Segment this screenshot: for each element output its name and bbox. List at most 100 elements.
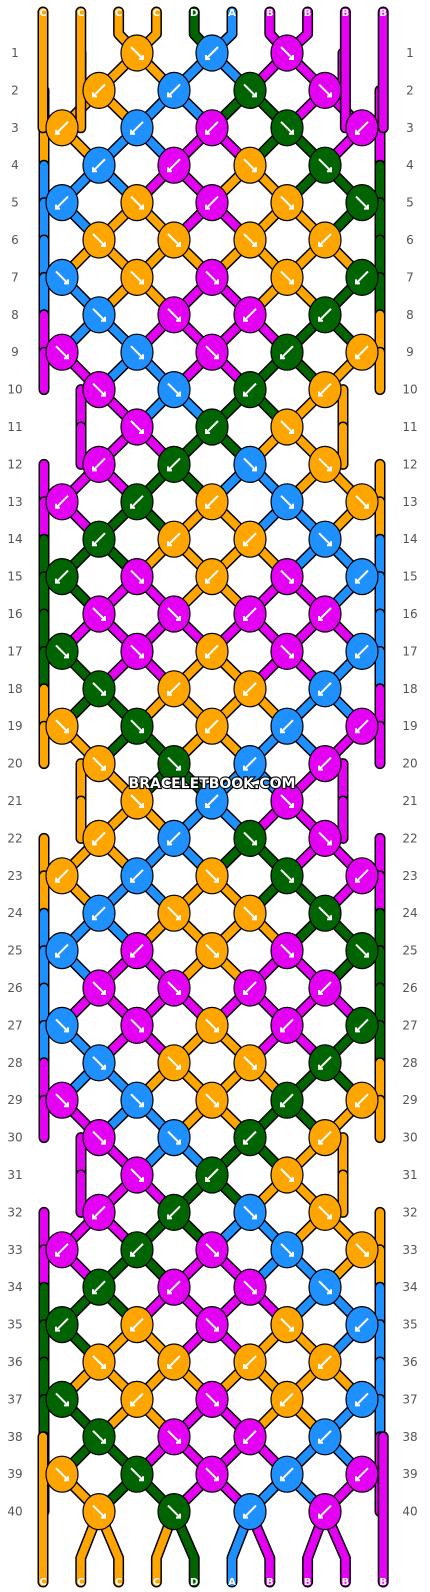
arrow-down-left-icon	[243, 607, 257, 621]
knot	[82, 894, 116, 932]
knot	[308, 819, 342, 858]
knot	[345, 1305, 379, 1344]
bottom-thread-label: B	[266, 1577, 274, 1588]
row-number-right: 29	[402, 1093, 417, 1107]
row-number-right: 19	[402, 719, 417, 733]
knot	[195, 557, 229, 596]
row-number-right: 30	[402, 1131, 417, 1145]
arrow-down-left-icon	[92, 1205, 106, 1220]
arrow-down-right-icon	[92, 1056, 106, 1070]
knot	[233, 371, 267, 409]
arrow-down-left-icon	[55, 943, 69, 958]
arrow-down-right-icon	[280, 495, 294, 509]
top-thread-label: D	[190, 8, 198, 19]
arrow-down-left-icon	[318, 682, 332, 696]
arrow-down-right-icon	[205, 1093, 219, 1108]
knot	[270, 707, 304, 745]
knot	[345, 1006, 379, 1045]
arrow-down-left-icon	[280, 345, 294, 360]
row-number-left: 11	[7, 420, 22, 434]
knot	[120, 1305, 154, 1344]
top-thread-label: C	[39, 8, 46, 19]
row-number-left: 14	[7, 532, 22, 546]
arrow-down-right-icon	[355, 195, 369, 210]
arrow-down-left-icon	[167, 158, 181, 173]
arrow-down-right-icon	[318, 457, 332, 472]
row-number-left: 8	[11, 308, 19, 322]
arrow-down-right-icon	[205, 1243, 219, 1257]
row-number-right: 2	[406, 83, 414, 97]
arrow-down-right-icon	[130, 1168, 144, 1182]
arrow-down-right-icon	[55, 644, 69, 659]
arrow-down-left-icon	[355, 644, 369, 659]
row-number-right: 33	[402, 1243, 417, 1257]
arrow-down-left-icon	[355, 1317, 369, 1332]
knot	[45, 557, 79, 596]
knot	[157, 1343, 191, 1381]
row-number-right: 32	[402, 1205, 417, 1219]
row-number-right: 38	[402, 1430, 417, 1444]
knot	[308, 894, 342, 932]
arrow-down-left-icon	[92, 831, 106, 846]
knot	[270, 333, 304, 371]
arrow-down-right-icon	[55, 345, 69, 360]
knot	[345, 931, 379, 970]
knot	[270, 109, 304, 147]
knot	[233, 894, 267, 932]
row-number-left: 21	[7, 794, 22, 808]
knot	[157, 670, 191, 708]
arrow-down-right-icon	[243, 83, 257, 98]
knot	[82, 371, 116, 409]
row-number-left: 19	[7, 719, 22, 733]
arrow-down-right-icon	[55, 270, 69, 285]
arrow-down-right-icon	[280, 1243, 294, 1257]
knot	[345, 258, 379, 296]
knot	[308, 445, 342, 483]
arrow-down-right-icon	[243, 906, 257, 921]
arrow-down-right-icon	[167, 981, 181, 995]
row-number-left: 25	[7, 944, 22, 958]
knot	[308, 71, 342, 110]
arrow-down-left-icon	[167, 1355, 181, 1369]
row-number-left: 22	[7, 831, 22, 845]
row-number-left: 2	[11, 83, 19, 97]
row-number-right: 1	[406, 46, 414, 60]
knot	[82, 445, 116, 483]
knot	[233, 296, 267, 334]
knot	[270, 1455, 304, 1493]
knot	[233, 1492, 267, 1531]
knot	[45, 931, 79, 970]
arrow-down-left-icon	[55, 1317, 69, 1332]
knot	[157, 1044, 191, 1082]
row-number-left: 26	[7, 981, 22, 995]
arrow-down-right-icon	[280, 1317, 294, 1332]
knot	[233, 221, 267, 259]
knot	[45, 632, 79, 671]
knot	[195, 632, 229, 671]
knot	[195, 857, 229, 895]
arrow-down-left-icon	[280, 1093, 294, 1108]
knot	[157, 1118, 191, 1157]
knot	[157, 371, 191, 409]
arrow-down-right-icon	[205, 1317, 219, 1332]
top-thread-label: B	[304, 8, 312, 19]
knot	[45, 707, 79, 745]
knot	[195, 1006, 229, 1045]
knot	[270, 557, 304, 596]
knot	[195, 1156, 229, 1194]
knot	[270, 184, 304, 222]
knot	[233, 1268, 267, 1306]
arrow-down-right-icon	[205, 1018, 219, 1033]
arrow-down-right-icon	[318, 1205, 332, 1220]
knot	[195, 707, 229, 745]
bottom-thread-label: B	[379, 1577, 387, 1588]
arrow-down-right-icon	[92, 1355, 106, 1369]
row-number-right: 22	[402, 831, 417, 845]
bottom-thread-label: C	[115, 1577, 122, 1588]
arrow-down-left-icon	[318, 1355, 332, 1369]
arrow-down-left-icon	[243, 1130, 257, 1145]
arrow-down-right-icon	[55, 1093, 69, 1108]
arrow-down-right-icon	[355, 1243, 369, 1257]
knot	[45, 333, 79, 371]
